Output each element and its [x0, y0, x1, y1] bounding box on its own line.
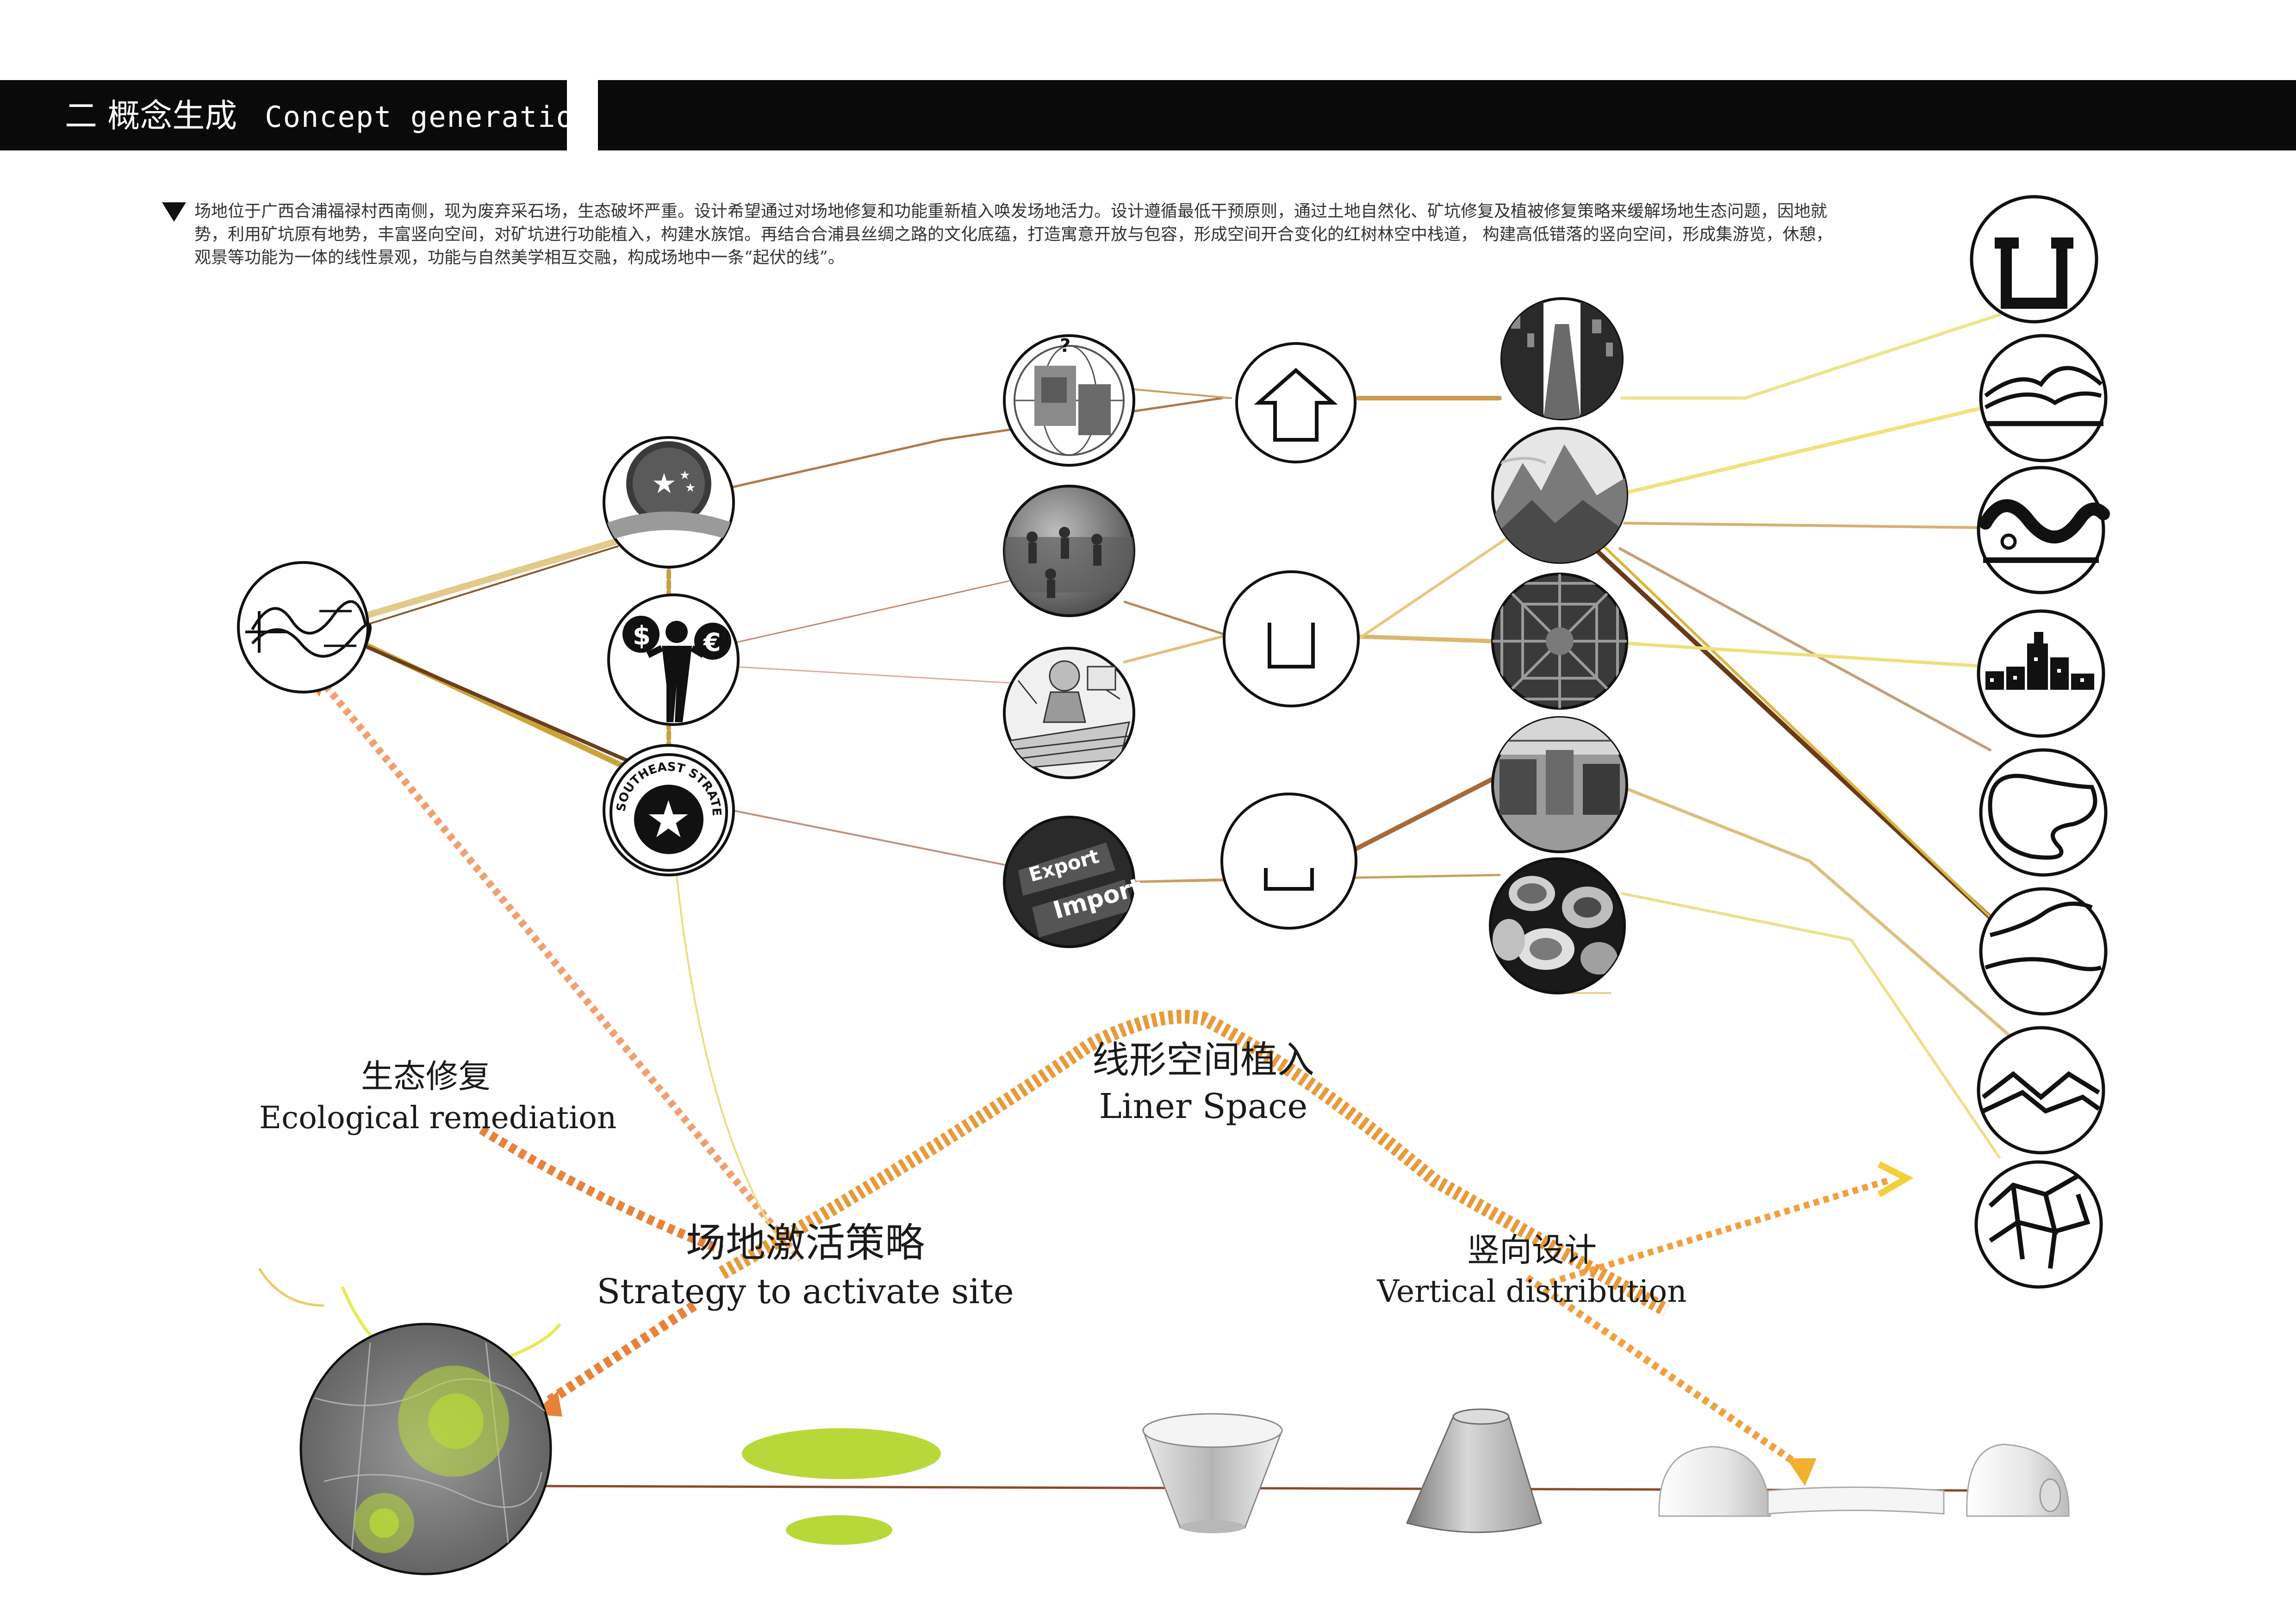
flow-path-rising [1549, 1177, 1890, 1286]
label-en: Liner Space [1099, 1087, 1308, 1126]
label-vertical-distribution: 竖向设计 Vertical distribution [1370, 1229, 1694, 1312]
intro-block: 场地位于广西合浦福禄村西南侧，现为废弃采石场，生态破坏严重。设计希望通过对场地修… [162, 200, 1847, 269]
loop-path-icon [1979, 748, 2108, 877]
dollar-icon: $ [633, 621, 651, 651]
cone-3d-shape [1406, 1408, 1542, 1533]
flow-path-ecological [479, 1125, 724, 1255]
cup-shape-icon [1223, 570, 1360, 707]
currency-person-badge: $ € [607, 593, 740, 726]
agate-photo [1489, 857, 1626, 994]
connector [725, 397, 1223, 490]
southeast-strategies-badge: ★ SOUTHEAST STRATEGIES [0, 0, 735, 876]
header-bar-right [598, 80, 2296, 150]
connector [1356, 634, 1495, 643]
connector [1128, 388, 1232, 399]
connector [1627, 642, 1992, 668]
wave-bridge-icon [1977, 466, 2110, 594]
triangle-bullet-icon [162, 202, 186, 222]
old-street-photo [1500, 297, 1624, 420]
connector [1623, 401, 2006, 495]
arrowhead-icon [1786, 1458, 1817, 1486]
root-wave-symbol [237, 561, 372, 693]
intro-text: 场地位于广西合浦福禄村西南侧，现为废弃采石场，生态破坏严重。设计希望通过对场地修… [194, 202, 1833, 267]
hill-wave-icon [1979, 334, 2108, 462]
header-title-en: Concept generation [265, 100, 593, 134]
flow-path-vertical [1525, 1274, 1798, 1466]
tray-shape-icon [1220, 793, 1357, 930]
label-ecological-remediation: 生态修复 Ecological remediation [259, 1056, 617, 1139]
connector [1123, 600, 1232, 638]
curve-lines-icon [1979, 887, 2108, 1016]
connector [1621, 892, 2001, 1159]
decorative-arc [508, 1323, 561, 1358]
bowl-3d-shape [1142, 1413, 1283, 1533]
connector [336, 632, 647, 770]
person-icon [666, 621, 688, 643]
mountain-ink-photo [1491, 427, 1628, 564]
lattice-window-photo [1491, 573, 1628, 710]
city-blocks-icon [1977, 609, 2105, 738]
connector [1598, 540, 1996, 923]
connector [1618, 547, 1991, 751]
connector [1123, 633, 1232, 663]
factory-photo [1491, 716, 1628, 853]
label-en: Vertical distribution [1377, 1274, 1687, 1309]
gate-icon [1970, 195, 2098, 324]
green-pad-small [786, 1515, 892, 1545]
svg-text:SOUTHEAST STRATEGIES: SOUTHEAST STRATEGIES [0, 0, 723, 817]
flow-path-thin [670, 814, 783, 1246]
svg-text:?: ? [1060, 335, 1070, 356]
star-icon: ★ [646, 790, 691, 849]
decorative-arc [258, 1268, 324, 1307]
label-en: Strategy to activate site [597, 1272, 1014, 1312]
label-en: Ecological remediation [259, 1100, 617, 1136]
star-icon: ★ [652, 468, 677, 500]
flow-path-ecological-up [316, 675, 804, 1262]
section-header: 二 概念生成 Concept generation [65, 93, 592, 139]
badge-text: SOUTHEAST STRATEGIES [0, 0, 723, 817]
cracked-stone-icon [1974, 1160, 2103, 1289]
satellite-site-image [299, 1323, 552, 1575]
connector [1357, 536, 1510, 640]
connector [1590, 544, 2002, 928]
connector [733, 666, 1010, 684]
connector [1623, 522, 1991, 529]
outcome-pictograms [1970, 195, 2110, 1289]
flow-path-strategy [543, 1301, 697, 1407]
china-flag-badge: ★ ★ ★ [603, 436, 735, 568]
connector [1620, 785, 2029, 1053]
label-zh: 场地激活策略 [686, 1220, 925, 1266]
label-linear-space: 线形空间植入 Liner Space [1046, 1037, 1361, 1130]
connection-lines [330, 313, 2029, 1492]
connector [1620, 313, 2001, 400]
mountain-valley-icon [1977, 1026, 2105, 1155]
connector [730, 809, 1010, 867]
historic-painting-badge [1003, 485, 1135, 617]
label-zh: 线形空间植入 [1092, 1038, 1314, 1081]
ship-woodcut-badge [1003, 647, 1135, 779]
connector [362, 538, 619, 619]
label-strategy-activate-site: 场地激活策略 Strategy to activate site [592, 1218, 1018, 1315]
svg-text:★: ★ [685, 481, 696, 495]
euro-icon: € [703, 628, 721, 657]
flow-path-linear [718, 1010, 1670, 1317]
header-title-zh: 二 概念生成 [65, 97, 237, 135]
flow-arrows [258, 671, 1914, 1486]
green-pad-large [742, 1428, 941, 1479]
arrowhead-icon [1877, 1161, 1914, 1198]
label-zh: 竖向设计 [1467, 1231, 1597, 1269]
export-import-badge: Export Import [1003, 816, 1145, 948]
globe-painting-badge: ? [1003, 334, 1135, 467]
label-zh: 生态修复 [361, 1057, 491, 1095]
house-arrow-icon [1235, 342, 1356, 463]
connector [365, 545, 619, 626]
header-bar-left [0, 80, 567, 150]
dome-walkway-shape [1658, 1443, 2070, 1517]
connector [730, 580, 1010, 644]
svg-text:★: ★ [679, 468, 690, 482]
